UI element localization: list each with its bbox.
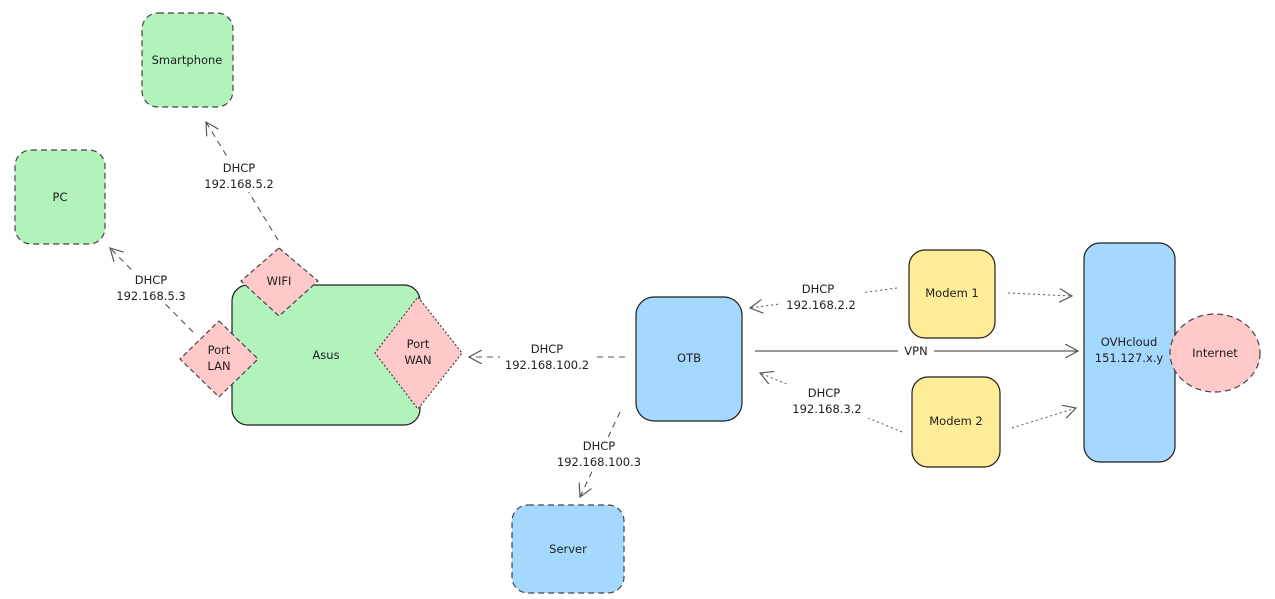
svg-text:192.168.5.3: 192.168.5.3: [116, 289, 186, 303]
node-label: PC: [53, 190, 68, 204]
node-label-line2: 151.127.x.y: [1095, 351, 1164, 365]
svg-text:192.168.5.2: 192.168.5.2: [204, 177, 274, 191]
node-label-line1: OVHcloud: [1101, 335, 1158, 349]
node-internet[interactable]: Internet: [1169, 313, 1261, 393]
node-label: Server: [549, 542, 587, 556]
svg-text:DHCP: DHCP: [223, 161, 256, 175]
node-label-line2: LAN: [207, 359, 230, 373]
node-label: Smartphone: [152, 53, 223, 67]
edge-modem2-ovh: [1011, 408, 1076, 429]
svg-text:DHCP: DHCP: [583, 439, 616, 453]
edge-label-otb-server: DHCP 192.168.100.3: [553, 437, 647, 471]
edge-label-wifi-smartphone: DHCP 192.168.5.2: [195, 158, 274, 192]
node-port-wan[interactable]: Port WAN: [374, 296, 463, 410]
node-label: Modem 2: [929, 414, 983, 428]
node-label: Asus: [312, 348, 339, 362]
svg-text:DHCP: DHCP: [802, 282, 835, 296]
node-label: WIFI: [267, 274, 292, 288]
svg-text:DHCP: DHCP: [135, 273, 168, 287]
svg-text:192.168.100.3: 192.168.100.3: [557, 455, 641, 469]
node-modem2[interactable]: Modem 2: [911, 376, 1001, 468]
node-port-lan[interactable]: Port LAN: [179, 320, 259, 398]
node-server[interactable]: Server: [511, 504, 625, 594]
svg-text:192.168.3.2: 192.168.3.2: [792, 402, 862, 416]
edge-modem1-ovh: [1007, 293, 1072, 296]
edge-label-lan-pc: DHCP 192.168.5.3: [112, 270, 188, 304]
node-label-line1: Port: [407, 337, 430, 351]
svg-text:DHCP: DHCP: [531, 342, 564, 356]
svg-text:192.168.2.2: 192.168.2.2: [786, 298, 856, 312]
svg-text:VPN: VPN: [904, 344, 927, 358]
edge-label-modem2-otb: DHCP 192.168.3.2: [785, 384, 869, 418]
node-smartphone[interactable]: Smartphone: [141, 12, 234, 108]
svg-text:DHCP: DHCP: [808, 386, 841, 400]
node-ovhcloud[interactable]: OVHcloud 151.127.x.y: [1083, 242, 1176, 463]
node-wifi[interactable]: WIFI: [240, 247, 319, 317]
svg-text:192.168.100.2: 192.168.100.2: [505, 358, 589, 372]
node-label: OTB: [677, 351, 701, 365]
node-modem1[interactable]: Modem 1: [908, 249, 996, 339]
node-label: Modem 1: [925, 286, 979, 300]
edge-otb-ovh-vpn: [755, 343, 1078, 359]
node-label-line2: WAN: [404, 353, 431, 367]
edge-label-vpn: VPN: [904, 344, 927, 358]
edge-label-otb-wan: DHCP 192.168.100.2: [500, 340, 594, 374]
node-label-line1: Port: [208, 343, 231, 357]
edge-label-modem1-otb: DHCP 192.168.2.2: [780, 281, 864, 315]
node-label: Internet: [1192, 346, 1238, 360]
node-otb[interactable]: OTB: [635, 296, 743, 422]
node-pc[interactable]: PC: [14, 149, 106, 245]
